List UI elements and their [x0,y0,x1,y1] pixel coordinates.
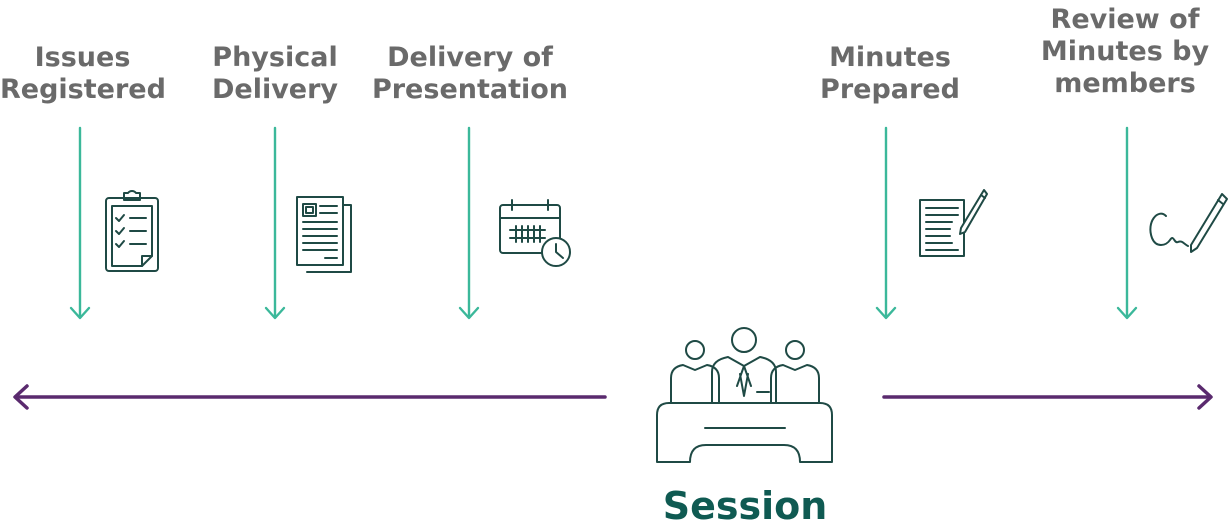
label-line: Issues [34,42,131,73]
step-label-issues-registered: Issues Registered [0,42,166,106]
label-line: members [1054,68,1196,99]
clipboard-checklist-icon [105,190,159,272]
label-line: Minutes by [1040,36,1210,67]
label-line: Delivery [211,74,339,105]
timeline-arrow-right [882,384,1213,410]
down-arrow-physical [264,126,286,320]
document-pen-icon [919,189,988,257]
step-label-minutes-prepared: Minutes Prepared [810,42,970,106]
timeline-arrow-left [13,384,607,410]
step-label-physical-delivery: Physical Delivery [195,42,355,106]
down-arrow-presentation [458,126,480,320]
calendar-clock-icon [499,199,571,267]
label-line: Presentation [371,74,569,105]
signature-pen-icon [1149,193,1228,253]
meeting-table-icon [656,327,833,463]
label-line: Physical [212,42,338,73]
label-line: Review of [1050,4,1200,35]
down-arrow-issues [69,126,91,320]
session-label: Session [662,484,828,528]
down-arrow-minutes [875,126,897,320]
label-line: Minutes [829,42,951,73]
documents-icon [296,196,352,273]
label-line: Registered [0,74,166,105]
step-label-delivery-of-presentation: Delivery of Presentation [370,42,570,106]
step-label-review-of-minutes: Review of Minutes by members [1030,4,1220,100]
label-line: Prepared [820,74,960,105]
down-arrow-review [1116,126,1138,320]
label-line: Delivery of [387,42,553,73]
